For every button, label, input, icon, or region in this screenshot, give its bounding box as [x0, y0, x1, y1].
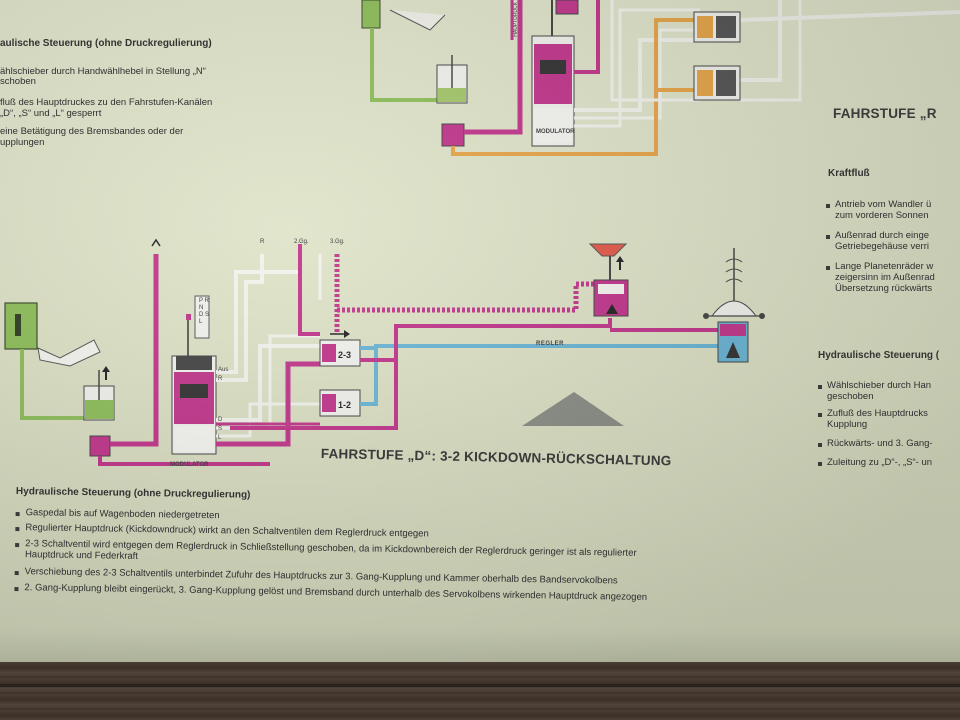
right-item-2b: Kupplung: [827, 419, 868, 430]
poster-board: [0, 0, 960, 662]
label-l-port: L: [218, 435, 222, 441]
top-left-line-1: ählschieber durch Handwählhebel in Stell…: [0, 66, 206, 77]
kraftfluss-3b: zeigersinn im Außenrad: [835, 272, 935, 283]
poster-edge: [0, 628, 960, 662]
top-left-heading: aulische Steuerung (ohne Druckregulierun…: [0, 38, 212, 49]
modulator-label-top: MODULATOR: [536, 129, 575, 135]
wooden-ledge: [0, 662, 960, 720]
right-item-2a: Zufluß des Hauptdrucks: [827, 408, 928, 419]
bullet: [14, 571, 19, 576]
top-left-line-6: upplungen: [0, 137, 45, 148]
regler-label: REGLER: [536, 341, 565, 347]
bullet: [818, 462, 822, 466]
bullet: [826, 204, 830, 208]
bullet: [826, 235, 830, 239]
kraftfluss-2a: Außenrad durch einge: [835, 230, 930, 241]
label-gear3: 3.Gg.: [330, 239, 345, 245]
label-r: R: [260, 239, 265, 245]
wooden-plank-gap: [0, 684, 960, 687]
svg-text:2-3: 2-3: [338, 350, 351, 360]
gear-selector-label: P R N D S L: [199, 298, 210, 325]
right-item-1b: geschoben: [827, 391, 874, 402]
label-s-port: S: [218, 426, 223, 432]
right-item-1a: Wählschieber durch Han: [827, 380, 932, 391]
right-hydraulic-heading: Hydraulische Steuerung (: [818, 350, 940, 361]
top-diagram: [361, 0, 960, 156]
bullet: [818, 385, 822, 389]
label-aus: Aus: [218, 367, 229, 373]
top-left-line-3: fluß des Hauptdruckes zu den Fahrstufen-…: [0, 97, 213, 108]
modulator-label: MODULATOR: [170, 462, 209, 468]
top-left-line-4: „D“, „S“ und „L“ gesperrt: [0, 108, 102, 119]
bottom-item-1: Gaspedal bis auf Wagenboden niedergetret…: [25, 507, 220, 522]
bottom-heading: Hydraulische Steuerung (ohne Druckreguli…: [15, 486, 251, 501]
bottom-item-3b: Hauptdruck und Federkraft: [24, 549, 139, 562]
bullet: [15, 543, 20, 548]
label-d-port: D: [218, 417, 223, 423]
hauptdruck-label: HAUPTDRUCK: [513, 2, 519, 37]
label-gear2: 2.Gg.: [294, 239, 309, 245]
bullet: [826, 266, 830, 270]
kraftfluss-2b: Getriebegehäuse verri: [835, 241, 929, 252]
top-right-title: FAHRSTUFE „R: [833, 106, 937, 121]
label-r-port: R: [218, 376, 223, 382]
right-item-4: Zuleitung zu „D“-, „S“- un: [827, 457, 933, 468]
svg-text:1-2: 1-2: [338, 400, 351, 410]
top-left-line-2: schoben: [0, 76, 36, 87]
bullet: [818, 413, 822, 417]
kraftfluss-1b: zum vorderen Sonnen: [835, 210, 929, 221]
bottom-item-2: Regulierter Hauptdruck (Kickdowndruck) w…: [25, 522, 429, 540]
bullet: [818, 443, 822, 447]
kraftfluss-1a: Antrieb vom Wandler ü: [835, 199, 932, 210]
bullet: [15, 512, 20, 517]
kraftfluss-3a: Lange Planetenräder w: [835, 261, 934, 272]
top-left-line-5: eine Betätigung des Bremsbandes oder der: [0, 126, 184, 137]
bullet: [15, 527, 20, 532]
bullet: [14, 587, 19, 592]
kraftfluss-heading: Kraftfluß: [828, 168, 870, 179]
right-item-3: Rückwärts- und 3. Gang-: [827, 438, 933, 449]
kraftfluss-3c: Übersetzung rückwärts: [835, 283, 933, 294]
main-diagram: 2-3 1-2: [4, 238, 765, 466]
